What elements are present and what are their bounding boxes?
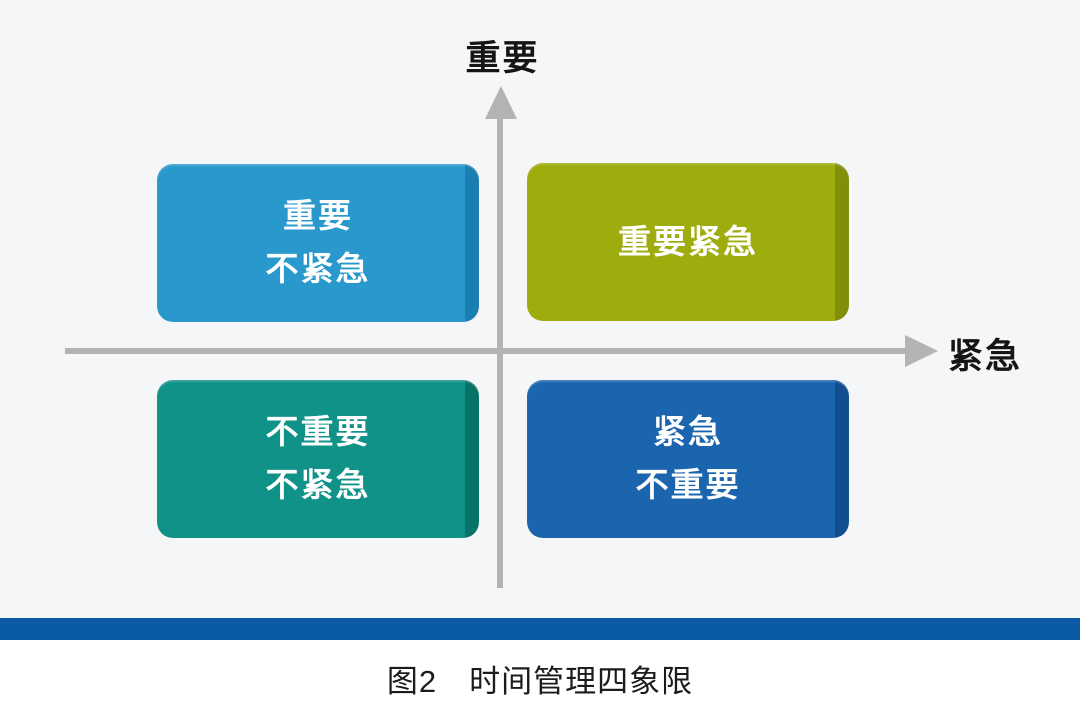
quadrant-label-line: 重要紧急 [618,222,758,260]
y-axis-line [497,102,503,588]
figure-caption-title: 时间管理四象限 [469,664,694,699]
y-axis-arrowhead-icon [485,86,517,119]
quadrant-important-not-urgent: 重要 不紧急 [157,164,479,322]
quadrant-label-line: 不紧急 [265,466,371,503]
quadrant-label-line: 不重要 [635,466,741,503]
divider-bar [0,618,1080,640]
figure-caption-label: 图2 [386,664,438,699]
x-axis-label: 紧急 [948,337,1023,376]
x-axis-line [65,348,911,354]
quadrant-label-line: 不紧急 [265,250,371,287]
quadrant-label-line: 重要 [283,197,353,235]
figure-caption: 图2 时间管理四象限 [0,656,1080,701]
y-axis-label: 重要 [465,39,540,78]
x-axis-arrowhead-icon [905,335,938,367]
quadrant-urgent-not-important: 紧急 不重要 [527,380,849,538]
quadrant-not-important-not-urgent: 不重要 不紧急 [157,380,479,538]
quadrant-important-urgent: 重要紧急 [527,163,849,321]
quadrant-label-line: 不重要 [265,413,371,451]
quadrant-label-line: 紧急 [653,413,723,451]
